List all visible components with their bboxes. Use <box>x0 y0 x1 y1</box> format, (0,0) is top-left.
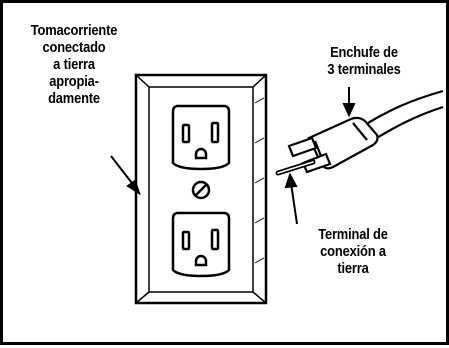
upper-receptacle <box>171 104 231 171</box>
plug-label: Enchufe de 3 terminales <box>327 44 401 78</box>
center-screw <box>191 180 211 200</box>
leader-arrows <box>110 87 356 225</box>
outlet-label: Tomacorriente conectado a tierra apropia… <box>30 22 118 107</box>
ground-pin-label: Terminal de conexión a tierra <box>318 226 388 277</box>
plug-prongs <box>275 136 332 176</box>
outlet-and-plug-illustration <box>110 73 444 305</box>
power-cord <box>367 89 444 140</box>
lower-receptacle <box>171 211 231 278</box>
